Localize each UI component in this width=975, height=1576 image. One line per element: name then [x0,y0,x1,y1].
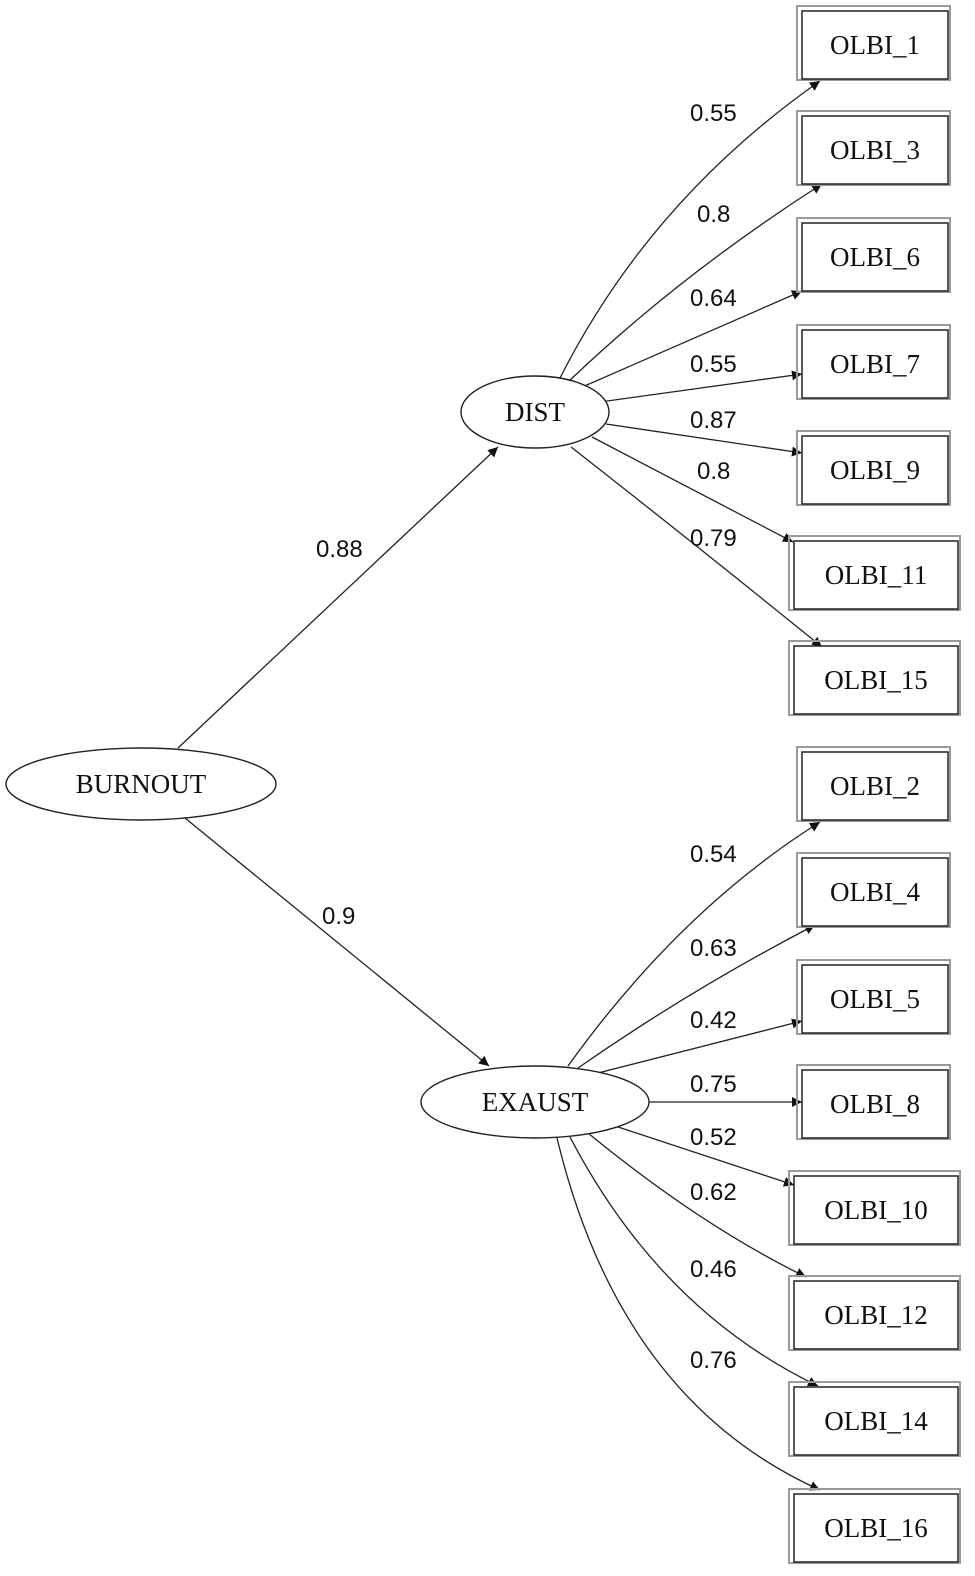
indicator-box-olbi-10[interactable]: OLBI_10 [788,1170,961,1246]
edge-exaust-olbi-12 [587,1132,807,1278]
box-shape [801,222,949,292]
indicator-box-olbi-2[interactable]: OLBI_2 [796,746,951,822]
edge-exaust-olbi-10 [611,1124,795,1187]
edge-label-exaust-olbi-16: 0.76 [690,1347,737,1374]
edge-label-burnout-dist: 0.88 [316,536,363,563]
indicator-label: OLBI_10 [824,1195,928,1225]
edge-dist-olbi-11 [591,436,794,543]
indicator-label: OLBI_7 [830,349,920,379]
indicator-label: OLBI_9 [830,455,920,485]
edge-exaust-olbi-4 [577,924,816,1069]
edge-dist-olbi-9 [605,423,803,457]
indicator-label: OLBI_6 [830,242,920,272]
latent-label-exaust: EXAUST [482,1087,589,1117]
indicator-box-olbi-15[interactable]: OLBI_15 [788,640,961,716]
indicator-box-olbi-7[interactable]: OLBI_7 [796,324,951,400]
indicator-label: OLBI_5 [830,984,920,1014]
box-shape [793,1280,959,1350]
box-shape [793,1175,959,1245]
indicator-box-olbi-8[interactable]: OLBI_8 [796,1064,951,1140]
edge-label-dist-olbi-6: 0.64 [690,285,737,312]
indicator-label: OLBI_11 [825,560,928,590]
indicator-box-olbi-14[interactable]: OLBI_14 [788,1381,961,1457]
latent-label-burnout: BURNOUT [76,769,207,799]
indicator-label: OLBI_1 [830,30,920,60]
edge-label-burnout-exaust: 0.9 [322,903,355,930]
ellipse-shape [460,375,610,449]
indicator-box-olbi-1[interactable]: OLBI_1 [796,5,951,81]
indicator-label: OLBI_14 [824,1406,928,1436]
indicator-box-olbi-12[interactable]: OLBI_12 [788,1275,961,1351]
edge-label-exaust-olbi-4: 0.63 [690,935,737,962]
box-shape [801,10,949,80]
edge-label-exaust-olbi-12: 0.62 [690,1179,737,1206]
edge-dist-olbi-3 [567,183,823,383]
edge-label-exaust-olbi-8: 0.75 [690,1071,737,1098]
indicator-box-olbi-11[interactable]: OLBI_11 [788,535,961,611]
box-shape [801,857,949,927]
latent-node-exaust[interactable]: EXAUST [420,1065,650,1139]
ellipse-shape [420,1065,650,1139]
edge-dist-olbi-15 [570,446,823,648]
edge-label-dist-olbi-9: 0.87 [690,407,737,434]
indicator-label: OLBI_8 [830,1089,920,1119]
indicator-label: OLBI_2 [830,771,920,801]
edge-exaust-olbi-14 [569,1136,819,1387]
latent-label-dist: DIST [505,397,566,427]
indicator-box-olbi-9[interactable]: OLBI_9 [796,430,951,506]
box-shape [793,1386,959,1456]
edge-dist-olbi-1 [559,80,821,379]
box-shape [801,1069,949,1139]
box-shape [801,751,949,821]
latent-node-dist[interactable]: DIST [460,375,610,449]
indicator-label: OLBI_4 [830,877,920,907]
edge-label-exaust-olbi-5: 0.42 [690,1007,737,1034]
edge-label-dist-olbi-1: 0.55 [690,100,737,127]
box-shape [801,964,949,1034]
edge-label-exaust-olbi-10: 0.52 [690,1124,737,1151]
indicator-box-olbi-4[interactable]: OLBI_4 [796,852,951,928]
indicator-label: OLBI_12 [824,1300,928,1330]
edge-burnout-exaust [184,817,490,1067]
edge-label-dist-olbi-7: 0.55 [690,351,737,378]
indicator-box-olbi-3[interactable]: OLBI_3 [796,110,951,186]
edge-label-dist-olbi-11: 0.8 [697,458,730,485]
edge-label-exaust-olbi-14: 0.46 [690,1256,737,1283]
box-shape [793,540,959,610]
box-shape [793,645,959,715]
box-shape [793,1493,959,1563]
edge-dist-olbi-7 [599,370,803,403]
indicator-label: OLBI_16 [824,1513,928,1543]
box-shape [801,435,949,505]
edge-exaust-olbi-5 [589,1018,803,1076]
edge-exaust-olbi-2 [567,821,821,1067]
edge-label-dist-olbi-3: 0.8 [697,201,730,228]
box-shape [801,115,949,185]
edge-label-dist-olbi-15: 0.79 [690,525,737,552]
edge-label-exaust-olbi-2: 0.54 [690,841,737,868]
box-shape [801,329,949,399]
indicator-label: OLBI_3 [830,135,920,165]
indicator-box-olbi-5[interactable]: OLBI_5 [796,959,951,1035]
indicator-box-olbi-16[interactable]: OLBI_16 [788,1488,961,1564]
edge-dist-olbi-6 [579,290,803,389]
ellipse-shape [5,747,277,821]
indicator-label: OLBI_15 [824,665,928,695]
latent-node-burnout[interactable]: BURNOUT [5,747,277,821]
indicator-box-olbi-6[interactable]: OLBI_6 [796,217,951,293]
edge-exaust-olbi-16 [556,1137,821,1491]
edge-burnout-dist [177,446,499,749]
